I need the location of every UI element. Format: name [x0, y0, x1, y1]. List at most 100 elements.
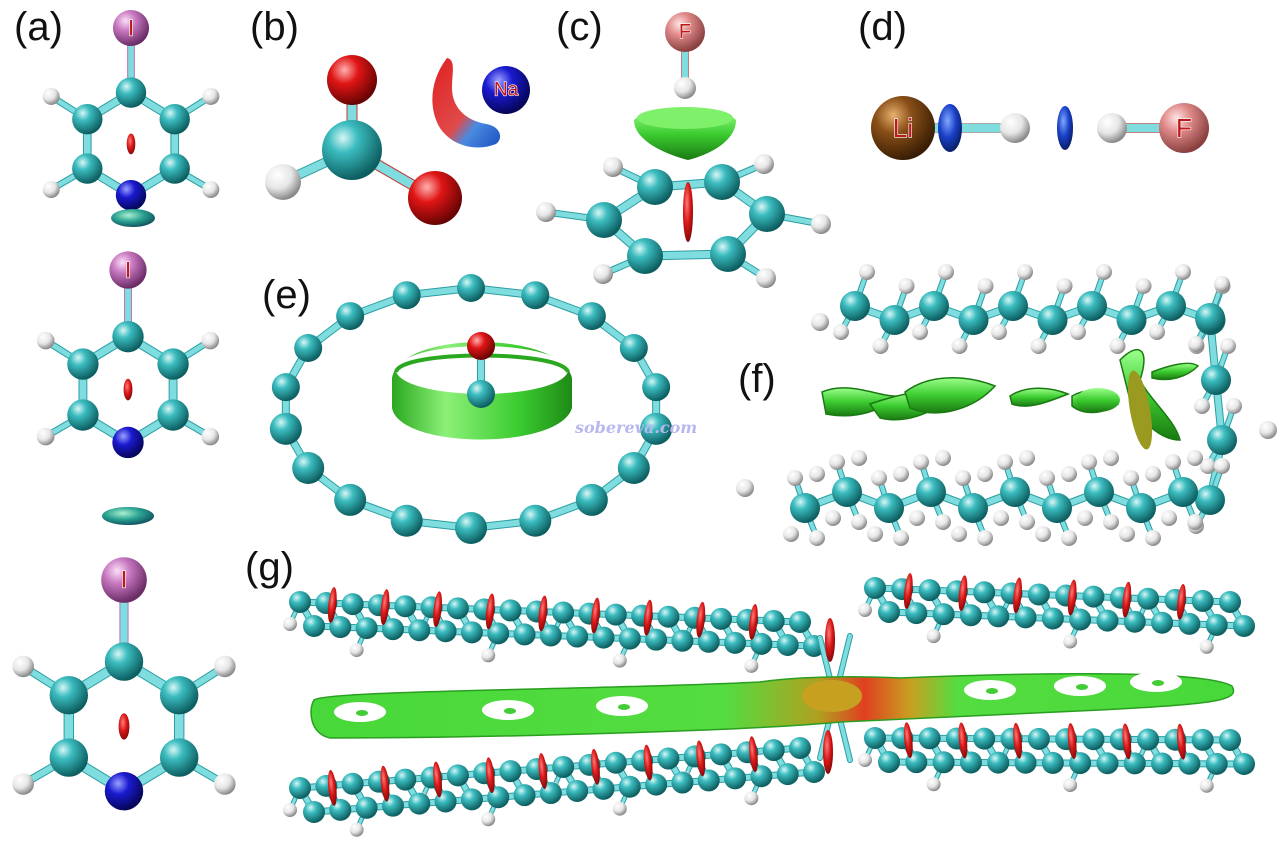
- hydrogen-atom: [283, 803, 297, 817]
- alkane-chain-pair: [736, 264, 1277, 546]
- carbon-atom: [1207, 425, 1237, 455]
- carbon-atom: [457, 274, 485, 302]
- atom-label-iodine: I: [128, 16, 134, 41]
- hydrogen-atom: [1187, 450, 1203, 466]
- hydrogen-atom: [736, 479, 754, 497]
- hydrogen-atom: [1123, 470, 1139, 486]
- carbon-atom: [1168, 477, 1198, 507]
- carbon-atom: [289, 591, 311, 613]
- hydrogen-atom: [1194, 398, 1210, 414]
- hydrogen-atom: [1145, 466, 1161, 482]
- hydrogen-atom: [1109, 338, 1126, 354]
- carbon-atom: [322, 120, 382, 180]
- carbon-atom: [803, 761, 825, 783]
- pi-stacking-isosurface: [485, 593, 495, 630]
- hydrogen-atom: [481, 648, 496, 663]
- carbon-atom: [513, 623, 536, 646]
- carbon-atom: [618, 775, 641, 798]
- hydrogen-atom: [12, 773, 34, 795]
- pi-stacking-isosurface: [538, 595, 548, 632]
- pi-stacking-isosurface: [958, 722, 968, 759]
- sodium-atom: [482, 66, 530, 114]
- carbon-atom: [303, 801, 325, 823]
- hydrogen-atom: [935, 450, 951, 466]
- carbon-atom: [762, 609, 785, 632]
- carbon-atom: [49, 738, 88, 777]
- watermark: sobereva.com: [574, 418, 697, 437]
- hydrogen-atom: [871, 470, 887, 486]
- carbon-atom: [67, 348, 99, 380]
- hydrogen-atom: [858, 603, 872, 617]
- carbon-atom: [776, 763, 799, 786]
- hydrogen-atom: [977, 530, 993, 546]
- carbon-atom: [577, 302, 606, 331]
- carbon-atom: [434, 620, 457, 643]
- carbon-atom: [1233, 753, 1255, 775]
- carbon-atom: [618, 627, 641, 650]
- hydrogen-atom: [349, 822, 364, 837]
- hydrogen-atom: [42, 180, 60, 199]
- hydrogen-atom: [1199, 639, 1214, 654]
- hf-benzene-complex: [536, 12, 831, 288]
- hydrogen-atom: [859, 264, 875, 280]
- carbon-atom: [1041, 607, 1064, 630]
- hydrogen-atom: [481, 812, 496, 827]
- pi-stacking-isosurface: [591, 748, 600, 785]
- carbon-atom: [160, 738, 199, 777]
- atom-label-fluorine: F: [679, 21, 691, 43]
- atom-label-sodium: Na: [494, 80, 519, 101]
- carbon-atom: [157, 399, 189, 431]
- carbon-atom: [499, 760, 522, 783]
- carbon-atom: [724, 631, 747, 654]
- hydrogen-atom: [935, 514, 951, 530]
- lithium-atom: [871, 96, 935, 160]
- atom-label-fluorine: F: [1176, 113, 1192, 143]
- pi-stacking-isosurface: [903, 722, 913, 759]
- hydrogen-atom: [867, 526, 883, 542]
- hydrogen-atom: [858, 753, 872, 767]
- carbon-atom: [552, 601, 575, 624]
- carbon-atom: [355, 796, 378, 819]
- hydrogen-atom: [1199, 778, 1214, 793]
- hydrogen-atom: [1135, 278, 1152, 294]
- hydrogen-atom: [938, 264, 954, 280]
- carbon-atom: [987, 605, 1010, 628]
- pi-stacking-isosurface: [1122, 723, 1132, 760]
- hydrogen-atom: [811, 313, 829, 331]
- carbon-atom: [67, 399, 99, 431]
- dispersion-isosurface: [1151, 362, 1200, 381]
- hydrogen-atom: [201, 331, 220, 350]
- carbon-atom: [289, 777, 311, 799]
- hydrogen-atom: [1175, 264, 1191, 280]
- hydrogen-atom: [1070, 324, 1086, 340]
- hydrogen-atom: [1063, 634, 1078, 649]
- isosurface-core: [618, 704, 630, 710]
- carbon-atom: [1027, 583, 1050, 606]
- steric-isosurface: [823, 730, 833, 774]
- hydrogen-atom: [1149, 324, 1165, 340]
- pi-stacking-isosurface: [1013, 722, 1022, 759]
- hydrogen-atom: [603, 157, 623, 177]
- dispersion-isosurface: [1009, 387, 1071, 407]
- panel-label-f: (f): [738, 357, 776, 401]
- pi-stacking-isosurface: [433, 591, 442, 628]
- fluorine-atom: [665, 12, 705, 52]
- hydrogen-atom: [674, 77, 696, 99]
- carbon-atom: [1205, 613, 1228, 636]
- fluorine-atom: [1159, 103, 1209, 153]
- hydrogen-atom: [833, 324, 849, 340]
- cation-pi-isosurface: [432, 58, 501, 148]
- carbon-atom: [159, 153, 190, 184]
- carbon-atom: [637, 169, 673, 205]
- carbon-atom: [72, 104, 103, 135]
- carbon-atom: [1014, 606, 1037, 629]
- hydrogen-atom: [872, 338, 889, 354]
- carbon-atom: [959, 604, 982, 627]
- pi-stacking-isosurface: [1067, 579, 1077, 616]
- hydrogen-atom: [1061, 530, 1077, 546]
- carbon-atom: [1037, 305, 1068, 335]
- hydrogen-atom: [787, 470, 803, 486]
- hydrogen-atom: [893, 466, 909, 482]
- isosurface-core: [986, 688, 998, 694]
